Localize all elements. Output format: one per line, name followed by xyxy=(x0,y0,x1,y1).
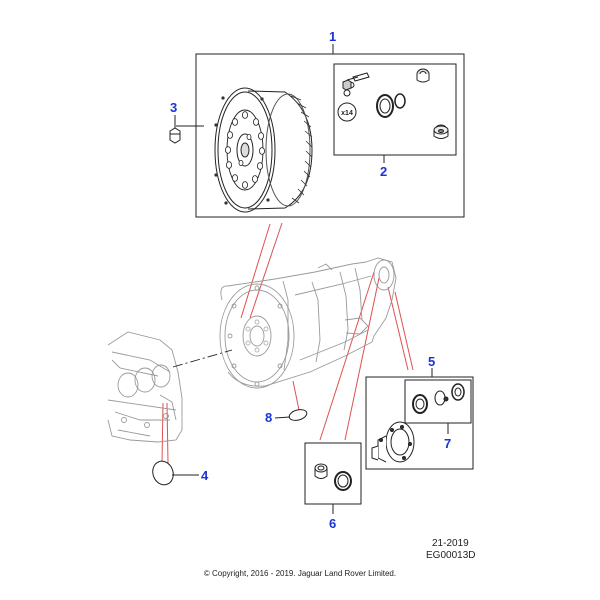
callout-8[interactable]: 8 xyxy=(265,410,273,425)
differential-seal-kit xyxy=(371,383,465,463)
callout-8-leader xyxy=(274,416,291,419)
gasket-8 xyxy=(288,409,308,421)
drawing-date: 21-2019 xyxy=(432,538,469,549)
group-6-seals xyxy=(314,463,352,491)
callout-5[interactable]: 5 xyxy=(428,354,436,369)
drawing-code: EG00013D xyxy=(426,550,476,561)
washer-qty-label: x14 xyxy=(341,110,353,117)
group-1-box xyxy=(195,53,465,218)
group-2-seal-kit xyxy=(337,68,449,139)
group-5-box xyxy=(365,376,474,470)
engine-block xyxy=(107,331,183,443)
transmission-housing xyxy=(219,257,397,389)
callout-6[interactable]: 6 xyxy=(329,516,337,531)
callout-7[interactable]: 7 xyxy=(444,436,452,451)
group-2-box xyxy=(333,63,457,156)
red-leader-lines xyxy=(161,222,414,464)
callout-1[interactable]: 1 xyxy=(329,29,337,44)
plug-4 xyxy=(152,460,174,486)
callout-2[interactable]: 2 xyxy=(380,164,388,179)
group-6-box xyxy=(304,442,362,505)
group-7-box xyxy=(404,379,472,424)
callout-3[interactable]: 3 xyxy=(170,100,178,115)
callout-4[interactable]: 4 xyxy=(201,468,209,483)
torque-converter xyxy=(214,87,313,213)
copyright-notice: © Copyright, 2016 - 2019. Jaguar Land Ro… xyxy=(203,569,397,578)
